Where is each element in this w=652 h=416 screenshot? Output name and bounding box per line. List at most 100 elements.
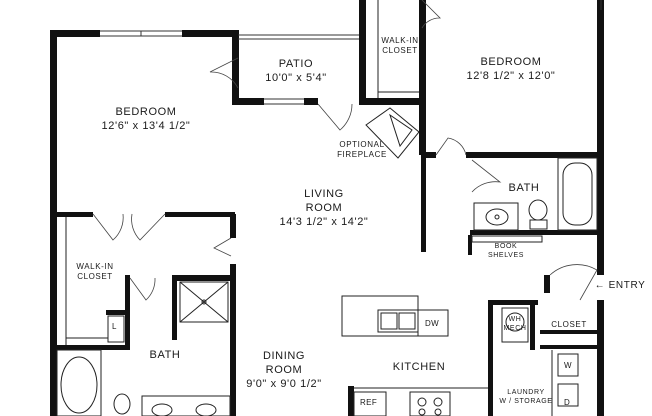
closet-door <box>421 0 441 29</box>
closet-door <box>129 277 156 301</box>
wall <box>530 300 535 350</box>
wall <box>597 300 604 416</box>
patio-label: PATIO 10'0" x 5'4" <box>265 58 326 86</box>
bath-left-label: BATH <box>150 349 181 363</box>
wall <box>468 235 472 255</box>
door <box>317 103 353 131</box>
water-heater <box>505 312 525 332</box>
wall <box>421 152 426 252</box>
wall <box>426 152 436 158</box>
burner <box>417 397 427 407</box>
label-line: OPTIONAL <box>339 140 385 149</box>
wall <box>359 98 419 105</box>
wall <box>182 30 238 37</box>
room-name: W / STORAGE <box>499 397 553 405</box>
room-name: CLOSET <box>77 272 113 281</box>
vanity <box>473 202 519 231</box>
room-name: KITCHEN <box>392 361 446 373</box>
wall <box>50 30 100 37</box>
room-name: WALK-IN <box>381 36 419 45</box>
room-name: DINING <box>262 350 306 362</box>
room-name: CLOSET <box>551 320 587 329</box>
toilet <box>528 199 548 221</box>
label-line: FIREPLACE <box>337 150 387 159</box>
fireplace-hearth <box>389 113 413 148</box>
walkin-closet-left-label: WALK-IN CLOSET <box>76 262 113 282</box>
wall <box>540 330 600 334</box>
wall <box>304 98 318 105</box>
sink-drain <box>494 214 500 220</box>
bedroom-door <box>435 137 467 156</box>
bath-right-label: BATH <box>509 182 540 196</box>
wall <box>172 275 177 340</box>
room-name: LAUNDRY <box>507 389 545 396</box>
bedroom-right-label: BEDROOM 12'8 1/2" x 12'0" <box>467 56 556 84</box>
bathtub <box>56 349 102 416</box>
windows <box>100 0 602 105</box>
wall <box>597 0 604 275</box>
wall <box>488 300 538 305</box>
laundry-label: LAUNDRY W / STORAGE <box>499 389 552 407</box>
kitchen-sink-bowl <box>380 312 398 330</box>
dishwasher-tag: DW <box>425 319 440 328</box>
entry-label: ← ENTRY <box>595 280 646 293</box>
bathtub-basin <box>562 162 593 226</box>
toilet-tank <box>529 219 548 230</box>
wall <box>232 30 239 105</box>
wall <box>540 345 600 349</box>
fireplace <box>365 107 420 159</box>
shower-drain <box>201 299 207 305</box>
bathtub-basin <box>60 356 98 414</box>
burner <box>433 397 443 407</box>
book-shelves <box>471 235 543 243</box>
wall <box>50 30 57 416</box>
wall <box>348 386 354 416</box>
wall <box>232 98 264 105</box>
room-name: ROOM <box>305 201 343 214</box>
room-name: ROOM <box>265 363 303 376</box>
dryer <box>557 383 579 407</box>
wall <box>230 275 236 416</box>
room-name: BEDROOM <box>480 56 542 68</box>
room-name: BEDROOM <box>115 106 177 118</box>
fixtures <box>56 0 598 416</box>
label-line: MECH <box>503 324 527 332</box>
living-room-label: LIVING ROOM 14'3 1/2" x 14'2" <box>280 188 369 229</box>
toilet <box>113 393 131 415</box>
water-heater-tag: WH MECH <box>503 316 526 334</box>
entry-door <box>549 264 598 301</box>
wall <box>419 0 426 155</box>
room-dimensions: 12'6" x 13'4 1/2" <box>101 119 191 132</box>
closet-label: CLOSET <box>551 320 587 330</box>
label-line: WH <box>508 316 522 323</box>
closet-door <box>92 213 124 241</box>
wall <box>466 152 602 158</box>
kitchen-island <box>341 295 419 337</box>
wall <box>230 214 236 238</box>
shower <box>179 281 229 323</box>
room-name: LIVING <box>304 188 344 200</box>
walkin-closet-top-label: WALK-IN CLOSET <box>381 36 418 56</box>
room-dimensions: 9'0" x 9'0 1/2" <box>246 377 322 390</box>
shower <box>179 281 229 323</box>
bedroom-left-label: BEDROOM 12'6" x 13'4 1/2" <box>102 106 191 134</box>
room-name: PATIO <box>278 58 314 70</box>
kitchen-sink-bowl <box>398 312 416 330</box>
book-shelves-label: BOOK SHELVES <box>488 243 524 261</box>
room-name: WALK-IN <box>76 262 114 271</box>
kitchen-label: KITCHEN <box>393 361 445 375</box>
vanity <box>141 395 231 416</box>
wall <box>544 275 550 293</box>
room-name: CLOSET <box>382 46 418 55</box>
wall <box>488 300 493 416</box>
refrigerator-tag: REF <box>360 398 378 407</box>
wall <box>57 345 127 350</box>
water-heater-closet <box>501 307 529 343</box>
dishwasher <box>417 309 449 337</box>
washer <box>557 353 579 377</box>
dining-room-label: DINING ROOM 9'0" x 9'0 1/2" <box>246 350 321 391</box>
room-name: ENTRY <box>608 280 646 291</box>
sink <box>485 208 509 226</box>
range <box>409 391 451 416</box>
